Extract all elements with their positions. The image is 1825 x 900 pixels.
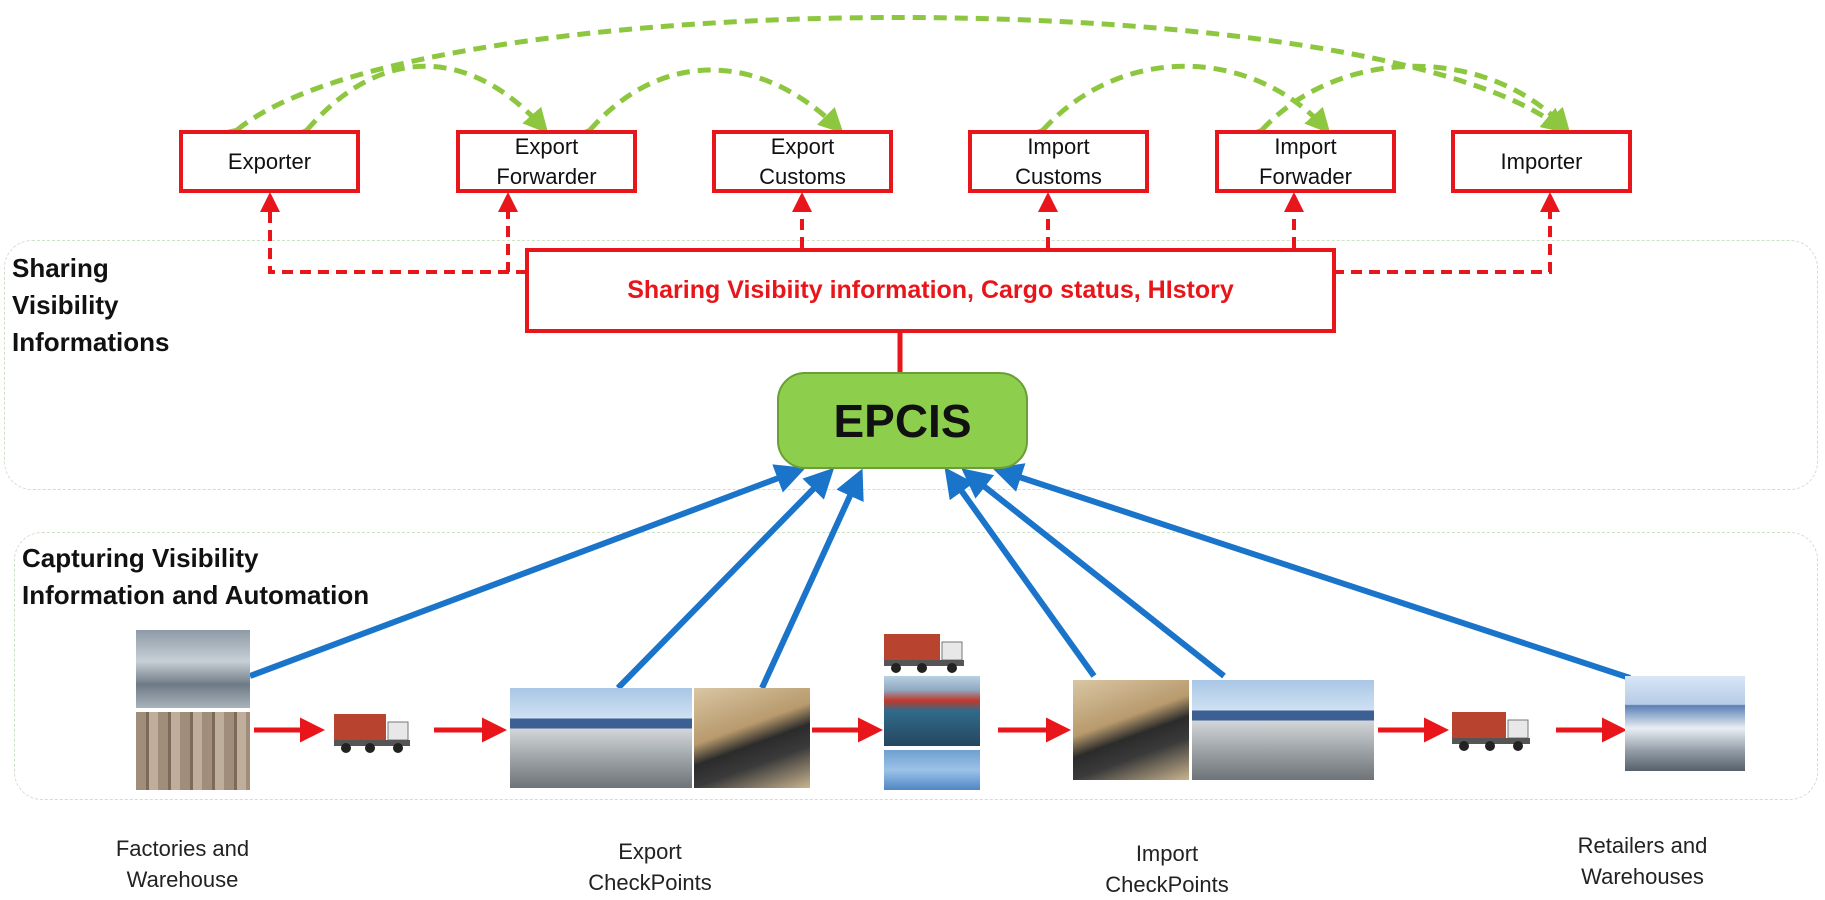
- container-ship-photo: [884, 676, 980, 746]
- truck-icon: [1452, 712, 1530, 751]
- link-exporter: [260, 192, 527, 274]
- epcis-hub: EPCIS: [777, 372, 1028, 469]
- inspection-photo: [694, 688, 810, 788]
- truck-icon: [884, 634, 964, 673]
- capturing-panel: [14, 532, 1818, 800]
- sharing-info-box: Sharing Visibiity information, Cargo sta…: [525, 248, 1336, 333]
- caption-factories: Factories and Warehouse: [115, 836, 250, 892]
- role-importer: Importer: [1451, 130, 1632, 193]
- airplane-photo: [884, 750, 980, 790]
- sharing-section-title: Sharing Visibility Informations: [12, 253, 170, 357]
- arc-importforwader-importer: [1239, 63, 1571, 154]
- arc-importcustoms-importforwader: [1020, 63, 1331, 154]
- role-import-forwader: Import Forwader: [1215, 130, 1396, 193]
- link-export-forwarder: [498, 192, 527, 274]
- warehouse-photo: [136, 712, 250, 790]
- role-export-forwarder: Export Forwarder: [456, 130, 637, 193]
- capture-export-gate: [615, 467, 835, 691]
- caption-export-checkpoints: Export CheckPoints: [588, 839, 712, 895]
- factory-floor-photo: [136, 630, 250, 708]
- peer-arcs: [213, 15, 1571, 154]
- arc-exporter-exportforwarder: [284, 63, 549, 154]
- capture-arrows: [248, 463, 1631, 691]
- capture-retail: [992, 463, 1631, 681]
- capture-export-inspection: [759, 468, 864, 690]
- retail-warehouse-photo: [1625, 676, 1745, 771]
- caption-retailers: Retailers and Warehouses: [1577, 833, 1708, 889]
- sharing-panel: [4, 240, 1818, 490]
- capture-import-gate: [961, 468, 1226, 679]
- role-export-customs: Export Customs: [712, 130, 893, 193]
- role-import-customs: Import Customs: [968, 130, 1149, 193]
- caption-import-checkpoints: Import CheckPoints: [1105, 841, 1229, 897]
- truck-icon: [334, 714, 410, 753]
- arc-exporter-importer: [213, 15, 1567, 153]
- checkpoint-gate-photo: [510, 688, 692, 788]
- capture-factory: [248, 464, 806, 679]
- inspection-photo: [1073, 680, 1189, 780]
- sharing-links: [260, 192, 1560, 274]
- capture-import-inspection: [944, 467, 1097, 678]
- arc-exportforwarder-exportcustoms: [567, 67, 844, 154]
- capturing-section-title: Capturing Visibility Information and Aut…: [22, 543, 370, 610]
- role-exporter: Exporter: [179, 130, 360, 193]
- link-importer: [1333, 192, 1560, 274]
- checkpoint-gate-photo: [1192, 680, 1374, 780]
